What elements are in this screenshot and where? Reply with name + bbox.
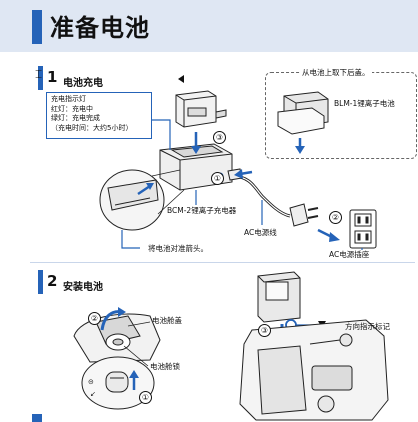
info-line: 绿灯：充电完成 bbox=[51, 114, 100, 122]
direction-label: 方向指示标记 bbox=[345, 322, 390, 331]
step2-bar bbox=[38, 270, 43, 294]
section-divider bbox=[30, 262, 415, 263]
step2-callout-2: ② bbox=[88, 312, 101, 325]
step2-callout-3: ③ bbox=[258, 324, 271, 337]
title-accent-bar bbox=[32, 10, 42, 44]
step1-label: 电池充电 bbox=[63, 78, 103, 89]
step2-number: 2 bbox=[47, 272, 58, 290]
lock-detail bbox=[81, 356, 155, 410]
cord-name: AC电源线 bbox=[244, 228, 277, 237]
outlet bbox=[349, 209, 377, 249]
compartment-illustration bbox=[73, 313, 161, 363]
step1-cursor-icon: ⌶ bbox=[35, 67, 43, 81]
wall-plug bbox=[289, 203, 319, 227]
battery-illustration bbox=[175, 90, 227, 128]
lock-label: 电池舱锁 bbox=[150, 362, 180, 371]
svg-text:↙: ↙ bbox=[90, 390, 96, 398]
callout-3: ③ bbox=[213, 131, 226, 144]
info-line: 红灯：充电中 bbox=[51, 104, 93, 113]
cover-label: 电池舱盖 bbox=[152, 316, 182, 325]
align-note: 将电池对准箭头。 bbox=[148, 244, 208, 253]
step2-callout-1: ① bbox=[139, 391, 152, 404]
battery-cover-note: 从电池上取下后盖。 bbox=[300, 68, 372, 77]
battery-cover-inset-frame bbox=[265, 72, 417, 159]
info-line: 充电指示灯 bbox=[51, 95, 86, 103]
step2-label: 安装电池 bbox=[63, 282, 103, 293]
outlet-name: AC电源插座 bbox=[329, 250, 370, 259]
battery-insert-illustration bbox=[257, 271, 301, 323]
title-band bbox=[0, 0, 418, 52]
step1-bar bbox=[38, 66, 43, 90]
ac-cord bbox=[231, 174, 291, 218]
pointer-triangle bbox=[178, 75, 184, 83]
charge-indicator-box: 充电指示灯 红灯：充电中 绿灯：充电完成 （充电时间：大约5小时） bbox=[46, 92, 152, 139]
charger-name: BCM-2锂离子充电器 bbox=[167, 206, 237, 215]
info-line: （充电时间：大约5小时） bbox=[51, 123, 133, 132]
svg-text:⊝: ⊝ bbox=[88, 378, 94, 386]
callout-2: ② bbox=[329, 211, 342, 224]
battery-cover-inset bbox=[277, 91, 329, 135]
page-title: 准备电池 bbox=[50, 14, 150, 42]
camera-body-illustration bbox=[239, 319, 389, 421]
alignment-detail bbox=[99, 169, 165, 231]
callout-1: ① bbox=[211, 172, 224, 185]
battery-name: BLM-1锂离子电池 bbox=[334, 99, 395, 108]
step1-number: 1 bbox=[47, 68, 58, 86]
